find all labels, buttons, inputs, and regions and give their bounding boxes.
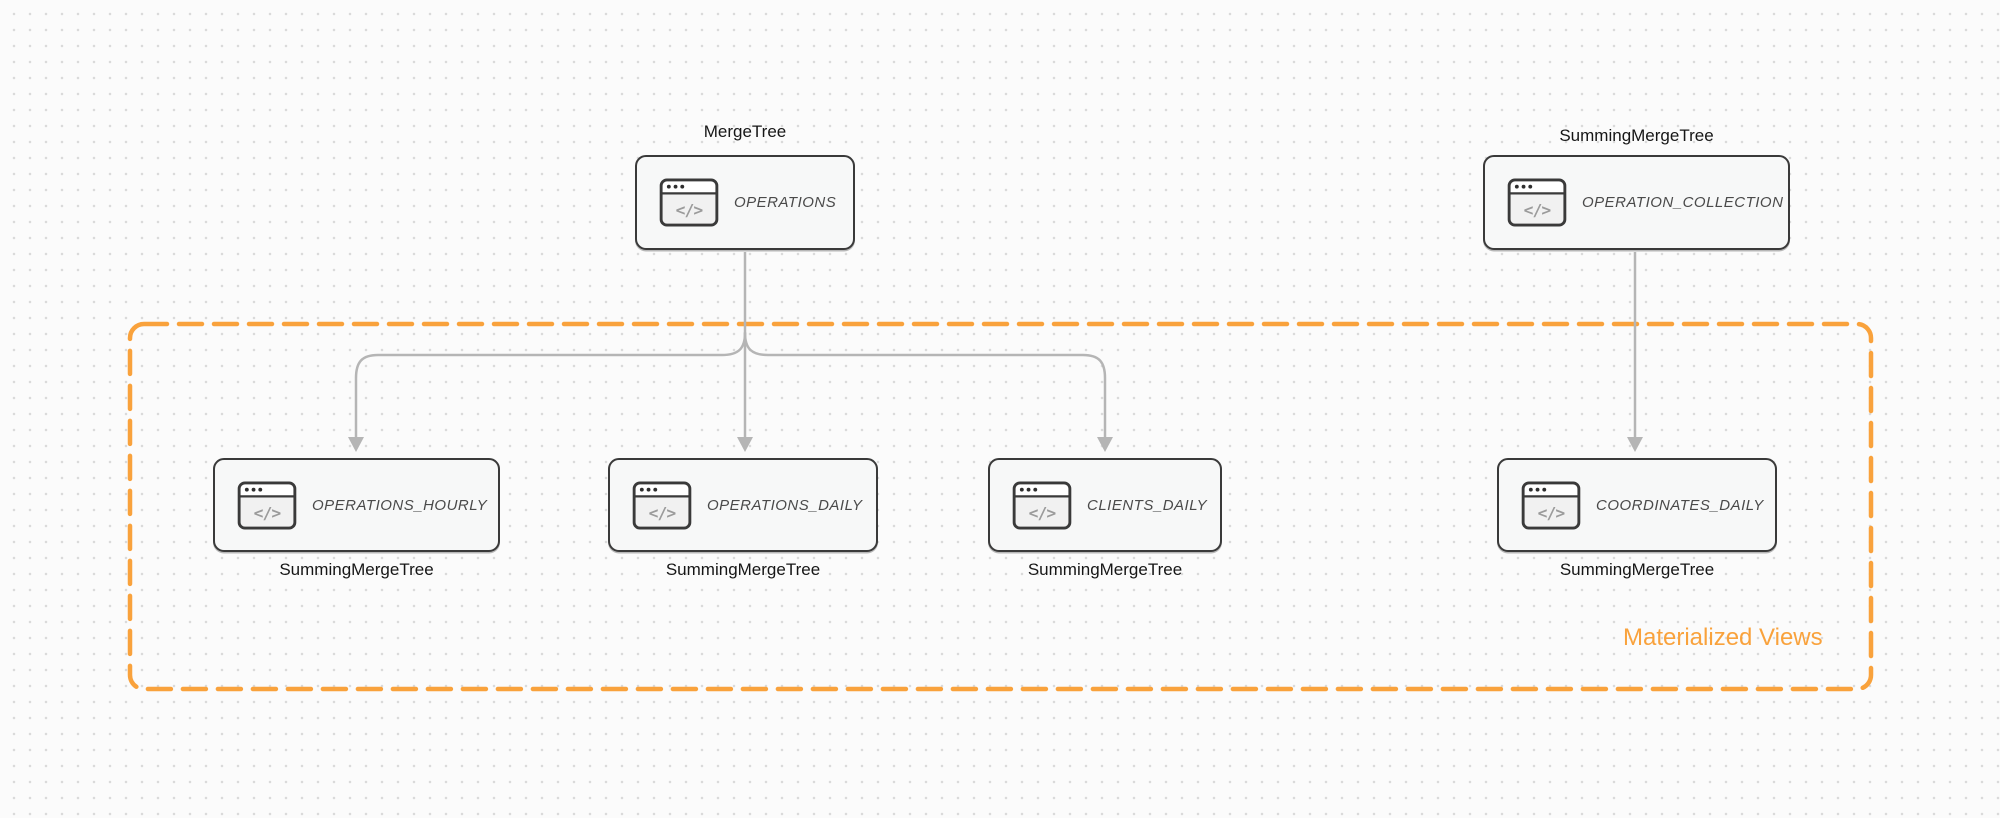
node-title: OPERATIONS_HOURLY	[312, 496, 488, 514]
code-glyph: </>	[254, 503, 282, 522]
code-glyph: </>	[676, 200, 704, 219]
code-window-icon: </>	[1521, 480, 1581, 530]
node-title: OPERATIONS	[734, 194, 837, 211]
node-operations-hourly[interactable]: </> OPERATIONS_HOURLY	[213, 458, 500, 552]
code-window-icon: </>	[632, 480, 692, 530]
engine-label-operation-collection: SummingMergeTree	[1559, 126, 1714, 145]
code-window-icon: </>	[1507, 178, 1567, 227]
engine-label-operations-hourly: SummingMergeTree	[279, 560, 434, 579]
code-glyph: </>	[1029, 503, 1057, 522]
engine-label-operations: MergeTree	[703, 122, 787, 141]
node-operations-daily[interactable]: </> OPERATIONS_DAILY	[608, 458, 878, 552]
arrow-operations-to-clients-daily	[743, 331, 1113, 452]
code-glyph: </>	[649, 503, 677, 522]
code-window-icon: </>	[237, 480, 297, 530]
node-clients-daily[interactable]: </> CLIENTS_DAILY	[988, 458, 1222, 552]
arrow-operation-collection-to-coordinates-daily	[1627, 252, 1643, 452]
engine-label-clients-daily: SummingMergeTree	[1027, 560, 1183, 579]
code-window-icon: </>	[1012, 480, 1072, 530]
node-title: CLIENTS_DAILY	[1087, 496, 1208, 514]
engine-label-coordinates-daily: SummingMergeTree	[1559, 560, 1715, 579]
code-window-icon: </>	[659, 178, 719, 227]
code-glyph: </>	[1524, 200, 1552, 219]
node-coordinates-daily[interactable]: </> COORDINATES_DAILY	[1497, 458, 1777, 552]
arrow-operations-to-operations-daily	[737, 252, 753, 452]
code-glyph: </>	[1538, 503, 1566, 522]
node-title: COORDINATES_DAILY	[1596, 496, 1764, 514]
node-title: OPERATION_COLLECTION	[1582, 194, 1784, 211]
node-operation-collection[interactable]: </> OPERATION_COLLECTION	[1483, 155, 1790, 250]
engine-label-operations-daily: SummingMergeTree	[665, 560, 821, 579]
materialized-views-region-label: Materialized Views	[1623, 624, 1823, 651]
node-operations[interactable]: </> OPERATIONS	[635, 155, 855, 250]
node-title: OPERATIONS_DAILY	[707, 496, 863, 514]
arrow-operations-to-operations-hourly	[348, 331, 747, 452]
